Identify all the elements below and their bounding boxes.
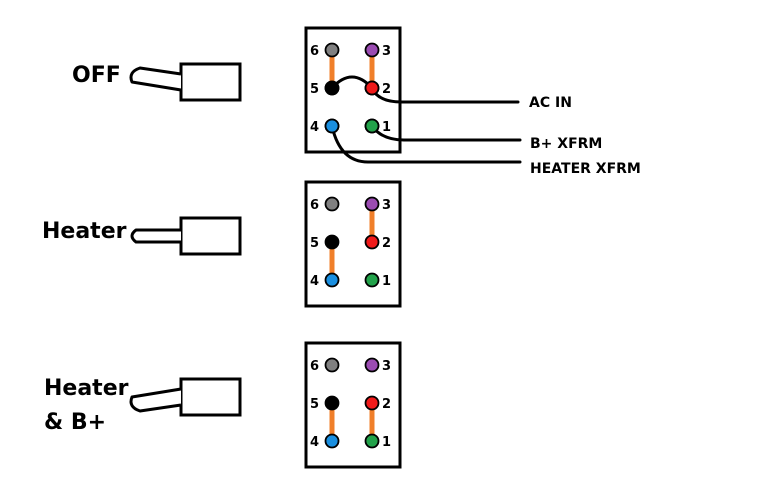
pin-5 xyxy=(324,234,340,250)
toggle-lever xyxy=(129,387,182,413)
state-label-heater-b-plus: Heater xyxy=(44,376,129,401)
pin-label-6: 6 xyxy=(310,44,319,59)
pin-label-2: 2 xyxy=(382,397,391,412)
pin-2 xyxy=(364,234,380,250)
pin-label-2: 2 xyxy=(382,82,391,97)
pin-3 xyxy=(364,42,380,58)
pin-1 xyxy=(364,433,380,449)
pin-label-4: 4 xyxy=(310,120,319,135)
terminal-box-heater xyxy=(304,180,402,308)
pin-4 xyxy=(324,272,340,288)
pin-4-overlay xyxy=(324,118,340,134)
pin-3 xyxy=(364,357,380,373)
pin-6 xyxy=(324,42,340,58)
pin-2 xyxy=(364,395,380,411)
switch-panel-heater-b-plus: Heater & B+ 6 5 4 3 2 1 xyxy=(44,341,402,469)
pin-label-3: 3 xyxy=(382,44,391,59)
terminal-box-off xyxy=(304,26,402,154)
terminal-box-heater-b-plus xyxy=(304,341,402,469)
pin-6 xyxy=(324,357,340,373)
pin-label-1: 1 xyxy=(382,435,391,450)
state-label-heater: Heater xyxy=(42,219,127,244)
pin-5-overlay xyxy=(324,80,340,96)
pin-label-5: 5 xyxy=(310,397,319,412)
pin-label-1: 1 xyxy=(382,120,391,135)
pin-2-overlay xyxy=(364,80,380,96)
pin-1 xyxy=(364,272,380,288)
pin-label-1: 1 xyxy=(382,274,391,289)
toggle-switch-heater xyxy=(130,216,242,256)
wire-b-plus-label: B+ XFRM xyxy=(530,136,602,152)
pin-label-4: 4 xyxy=(310,274,319,289)
pin-label-2: 2 xyxy=(382,236,391,251)
pin-6 xyxy=(324,196,340,212)
pin-label-4: 4 xyxy=(310,435,319,450)
pin-label-6: 6 xyxy=(310,359,319,374)
switch-panel-heater: Heater 6 5 4 3 2 1 xyxy=(42,180,402,308)
pin-label-5: 5 xyxy=(310,82,319,97)
pin-label-3: 3 xyxy=(382,359,391,374)
pin-1-overlay xyxy=(364,118,380,134)
state-label-heater-b-plus-line-2: & B+ xyxy=(44,410,106,435)
pin-4 xyxy=(324,433,340,449)
wire-heater-label: HEATER XFRM xyxy=(530,161,641,177)
pin-label-3: 3 xyxy=(382,198,391,213)
toggle-switch-heater-b-plus xyxy=(129,377,242,417)
toggle-lever xyxy=(129,66,182,92)
wiring-group: AC IN B+ XFRM HEATER XFRM xyxy=(324,75,641,177)
pin-5 xyxy=(324,395,340,411)
toggle-lever xyxy=(130,228,181,244)
wire-ac-in-label: AC IN xyxy=(529,95,572,111)
pin-label-5: 5 xyxy=(310,236,319,251)
toggle-switch-off xyxy=(129,62,242,102)
state-label-off: OFF xyxy=(72,63,121,88)
pin-label-6: 6 xyxy=(310,198,319,213)
pin-3 xyxy=(364,196,380,212)
switch-panel-off: OFF 6 5 4 3 2 1 xyxy=(72,26,402,154)
